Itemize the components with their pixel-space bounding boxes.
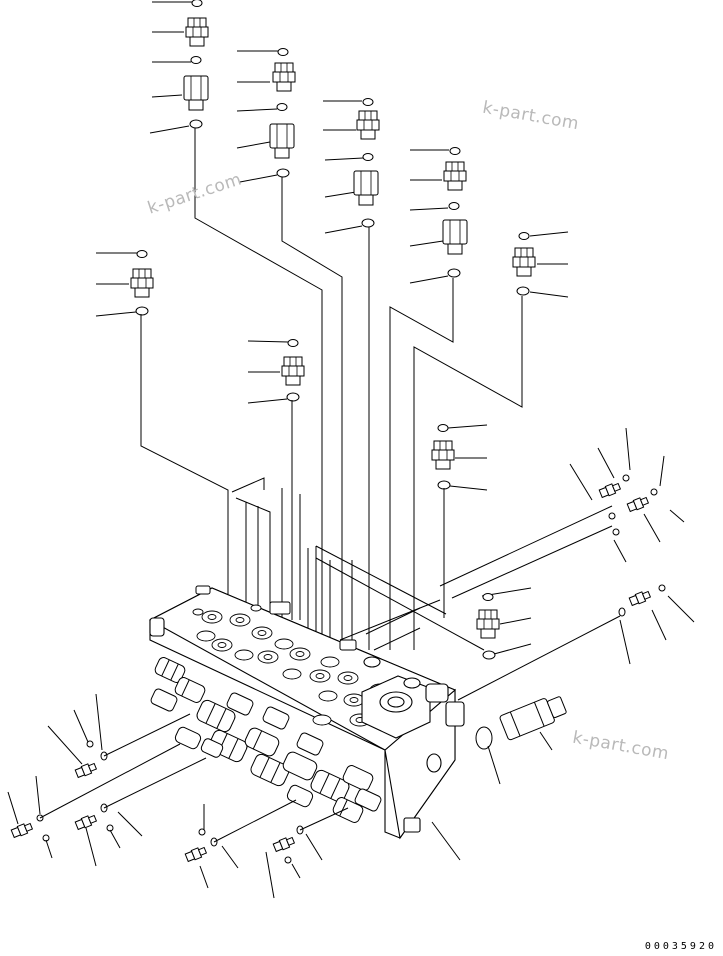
right-side-leaders <box>431 427 695 861</box>
drawing-number: 00035920 <box>644 941 717 952</box>
fitting-group-b <box>236 48 296 183</box>
relief-valve-cartridge <box>475 696 567 785</box>
manifold-block <box>361 656 465 739</box>
right-side-fittings <box>598 474 666 617</box>
lower-left-fittings <box>10 740 304 864</box>
routing-lines <box>140 128 621 701</box>
spool-end-caps <box>150 585 382 823</box>
lower-left-leaders <box>7 693 349 899</box>
fitting-group-h <box>431 424 488 491</box>
fitting-group-d <box>409 147 468 284</box>
fitting-group-g <box>247 339 305 404</box>
fitting-group-e <box>512 231 569 298</box>
fitting-group-c <box>323 98 380 234</box>
fitting-group-i <box>476 587 532 660</box>
fitting-group-a <box>149 0 209 134</box>
fitting-group-f <box>95 250 154 317</box>
